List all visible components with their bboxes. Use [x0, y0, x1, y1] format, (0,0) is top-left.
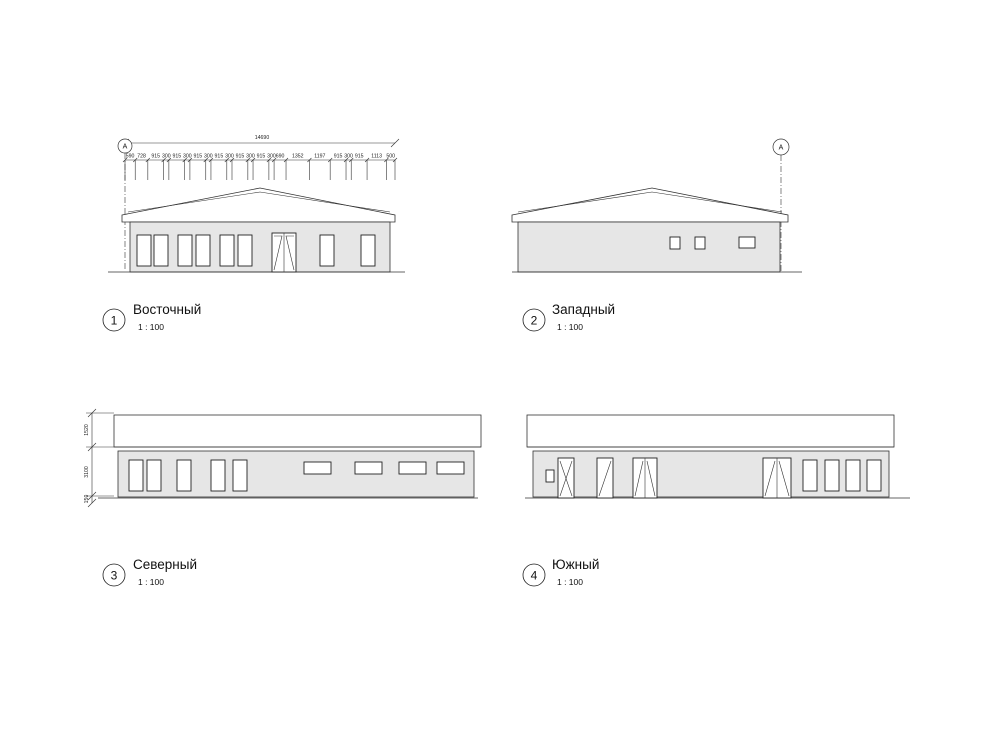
view-number-circle — [522, 563, 546, 587]
south-windows — [545, 459, 882, 492]
segment-dimension-text: 500 — [386, 154, 395, 160]
south-doors — [557, 457, 792, 499]
south-elevation — [525, 414, 910, 499]
height-dimension-roof: 1520 — [84, 424, 90, 436]
segment-dimension-text: 915 — [257, 154, 266, 160]
segment-dimension-text: 915 — [194, 154, 203, 160]
east-windows — [136, 234, 376, 267]
view-scale: 1 : 100 — [557, 322, 583, 332]
segment-dimension-text: 300 — [183, 154, 192, 160]
north-windows — [128, 459, 465, 492]
view-title-3: 3 Северный 1 : 100 — [102, 557, 197, 587]
view-title-1: 1 Восточный 1 : 100 — [102, 302, 201, 332]
segment-dimension-text: 1352 — [292, 154, 304, 160]
segment-dimension-text: 915 — [236, 154, 245, 160]
grid-bubble-a-east: A — [117, 138, 133, 270]
view-number: 2 — [531, 314, 538, 328]
view-title: Западный — [552, 302, 615, 317]
south-roof — [526, 414, 895, 448]
east-wall — [129, 221, 391, 273]
north-roof — [113, 414, 482, 448]
segment-dimension-text: 590 — [126, 154, 135, 160]
view-number: 4 — [531, 569, 538, 583]
segment-dimension-text: 300 — [344, 154, 353, 160]
segment-dimension-text: 300 — [267, 154, 276, 160]
height-dimension-base: 150 — [84, 495, 90, 504]
view-title: Северный — [133, 557, 197, 572]
west-elevation: A — [511, 138, 802, 273]
west-roof — [511, 187, 789, 223]
height-dimension-wall: 3100 — [84, 466, 90, 478]
view-number-circle — [102, 308, 126, 332]
segment-dimension-text: 300 — [225, 154, 234, 160]
view-number-circle — [522, 308, 546, 332]
segment-ticks — [122, 157, 398, 180]
west-windows — [669, 236, 756, 250]
north-height-dimensions: 1520 3100 150 — [84, 408, 114, 508]
west-wall — [517, 221, 781, 273]
view-number-circle — [102, 563, 126, 587]
segment-dimension-text: 915 — [355, 154, 364, 160]
view-number: 1 — [111, 314, 118, 328]
view-title-4: 4 Южный 1 : 100 — [522, 557, 599, 587]
view-number: 3 — [111, 569, 118, 583]
segment-dimension-text: 690 — [276, 154, 285, 160]
segment-dimension-text: 728 — [137, 154, 146, 160]
segment-dimension-text: 1197 — [314, 154, 325, 160]
view-title: Восточный — [133, 302, 201, 317]
east-entrance-door — [271, 232, 297, 273]
view-title: Южный — [552, 557, 599, 572]
view-scale: 1 : 100 — [557, 577, 583, 587]
segment-dimension-text: 300 — [246, 154, 255, 160]
segment-dimension-text: 915 — [334, 154, 343, 160]
segment-dimension-text: 1113 — [371, 154, 382, 160]
segment-dimension-text: 915 — [215, 154, 224, 160]
view-title-2: 2 Западный 1 : 100 — [522, 302, 615, 332]
grid-bubble-label: A — [779, 145, 784, 152]
grid-bubble-label: A — [123, 144, 128, 151]
view-scale: 1 : 100 — [138, 577, 164, 587]
segment-dimension-text: 915 — [151, 154, 160, 160]
east-roof — [121, 187, 396, 223]
north-elevation: 1520 3100 150 — [84, 408, 482, 508]
segment-dimension-text: 915 — [172, 154, 181, 160]
segment-dimension-text: 300 — [204, 154, 213, 160]
view-scale: 1 : 100 — [138, 322, 164, 332]
segment-dimension-text: 300 — [162, 154, 171, 160]
overall-dimension-text: 14690 — [255, 135, 270, 141]
